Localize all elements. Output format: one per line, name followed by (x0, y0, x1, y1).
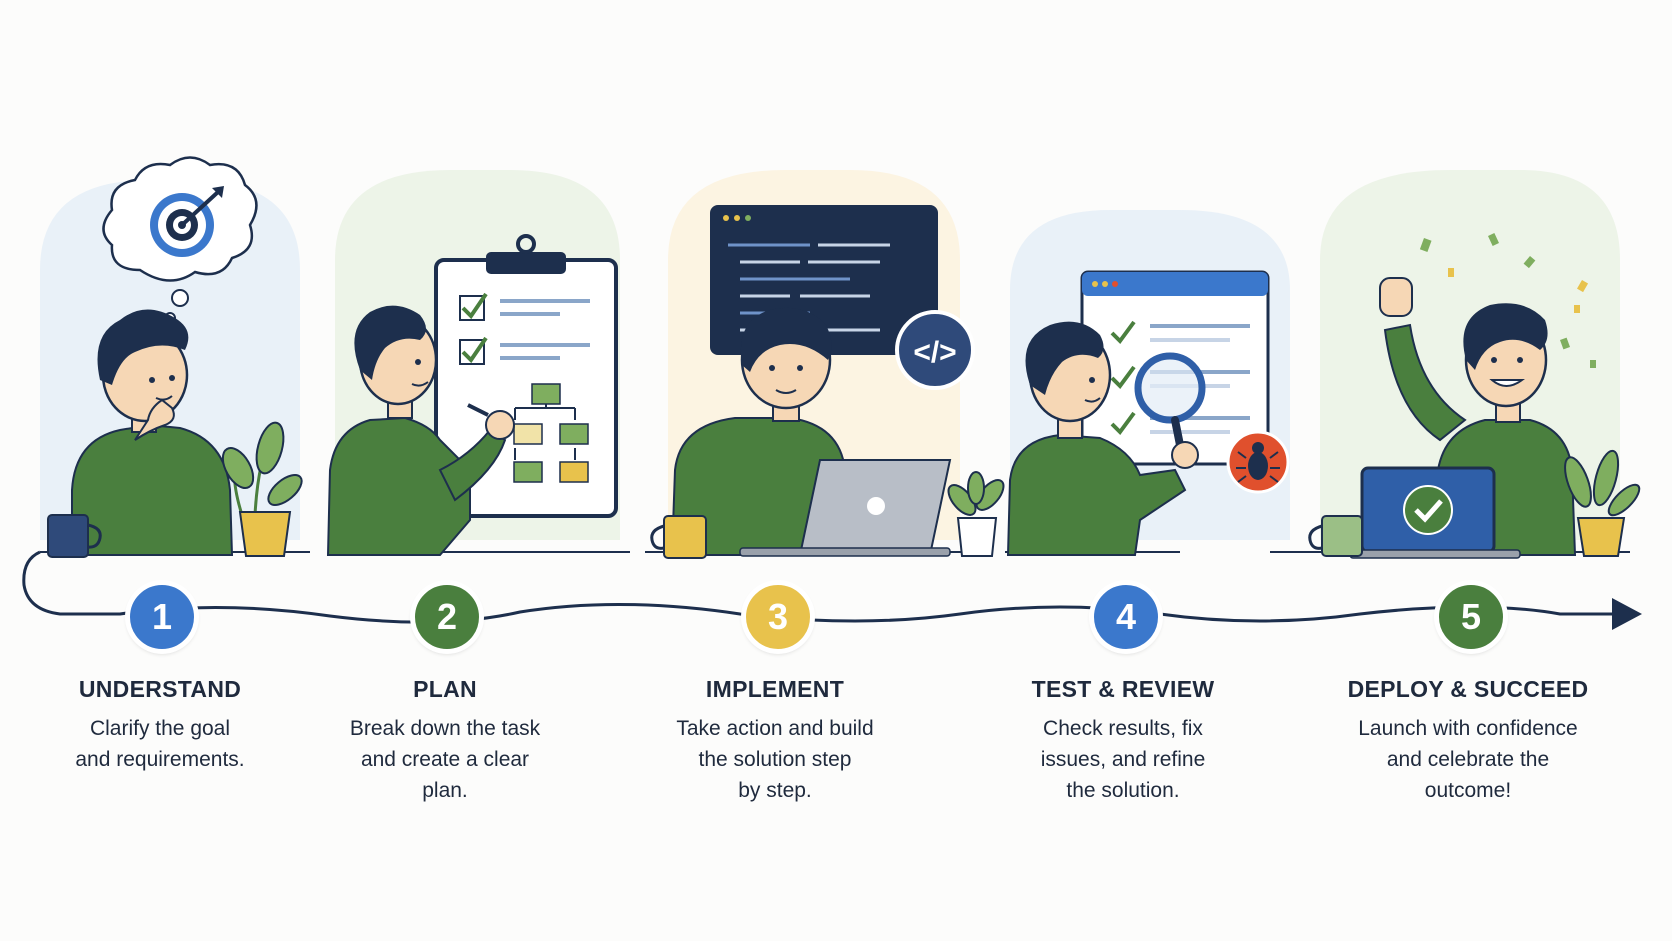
person-thinking (71, 309, 234, 556)
mug-icon (47, 514, 102, 558)
person-coding (670, 307, 850, 556)
plant-icon-right (1564, 449, 1641, 557)
plant-icon (221, 421, 303, 557)
confetti (1419, 233, 1596, 368)
plant-icon-small (947, 471, 1005, 557)
timeline-arrow-icon (1612, 598, 1642, 630)
bug-icon (1226, 430, 1290, 494)
person-planning (326, 305, 515, 556)
timeline-path (22, 550, 1620, 624)
magnifier-icon (1134, 352, 1206, 469)
mug-icon-green (1308, 515, 1363, 557)
person-reviewing (1006, 321, 1187, 556)
code-badge-icon: </> (895, 310, 975, 390)
code-symbol: </> (913, 336, 956, 369)
target-icon (150, 186, 224, 257)
laptop-icon (739, 459, 952, 557)
success-laptop-icon (1349, 466, 1521, 559)
mug-icon-yellow (650, 515, 707, 559)
